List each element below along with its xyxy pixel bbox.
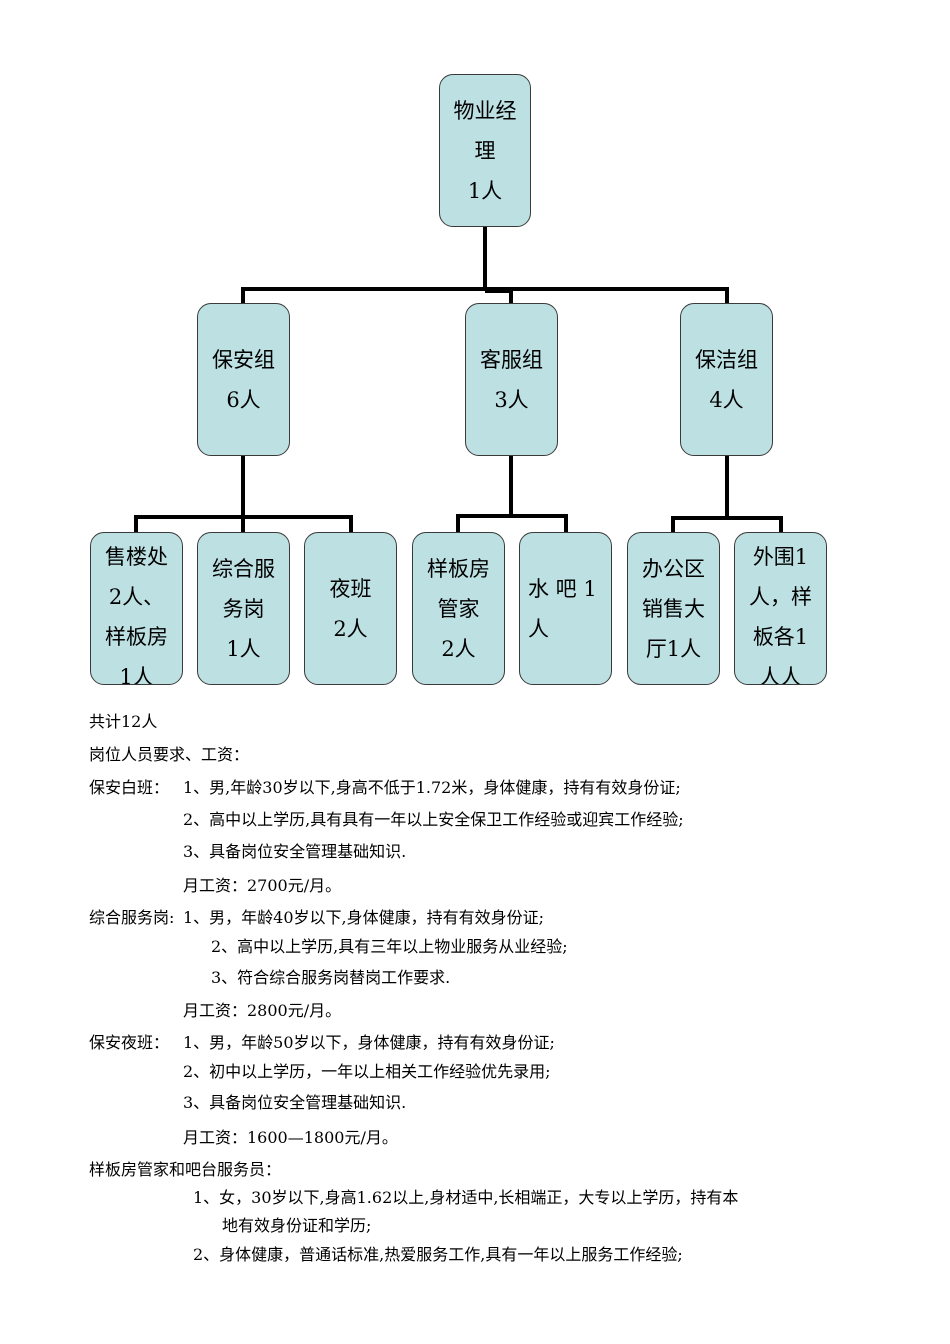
node-line: 综合服	[212, 556, 275, 581]
node-line: 人人	[759, 665, 802, 685]
node-line: 夜班	[329, 576, 372, 601]
node-line: 2人、	[108, 585, 165, 609]
node-line: 人	[528, 616, 549, 641]
node-customer-service-group: 客服组 3人	[465, 303, 558, 456]
requirement-item: 2、高中以上学历,具有具有一年以上安全保卫工作经验或迎宾工作经验;	[183, 810, 684, 829]
section-heading: 岗位人员要求、工资：	[89, 745, 250, 764]
connectors	[134, 226, 783, 533]
requirement-item-continued: 地有效身份证和学历;	[222, 1216, 372, 1235]
requirement-item: 2、身体健康，普通话标准,热爱服务工作,具有一年以上服务工作经验;	[193, 1245, 683, 1264]
general-service-title: 综合服务岗:	[89, 908, 175, 927]
node-line: 板各1	[752, 625, 809, 649]
node-cleaning-group: 保洁组 4人	[680, 303, 773, 456]
salary: 月工资：1600—1800元/月。	[183, 1128, 398, 1147]
node-line: 厅1人	[645, 636, 702, 661]
node-perimeter: 外围1 人，样 板各1 人人	[734, 532, 827, 685]
total-count: 共计12人	[89, 712, 158, 731]
node-line: 样板房	[105, 625, 168, 649]
node-line: 物业经	[453, 98, 517, 123]
node-line: 保安组	[212, 347, 275, 372]
node-line: 外围1	[752, 545, 809, 569]
node-line: 1人	[226, 636, 261, 661]
node-line: 2人	[441, 636, 476, 661]
requirement-item: 3、符合综合服务岗替岗工作要求.	[211, 968, 451, 987]
node-line: 6人	[226, 387, 261, 412]
requirement-item: 1、男，年龄50岁以下，身体健康，持有有效身份证;	[183, 1033, 555, 1052]
node-night-shift: 夜班 2人	[304, 532, 397, 685]
node-line: 水 吧 1	[528, 576, 597, 601]
node-line: 人，样	[749, 585, 812, 609]
requirement-item: 2、高中以上学历,具有三年以上物业服务从业经验;	[211, 937, 568, 956]
salary: 月工资：2700元/月。	[183, 876, 342, 895]
node-sales-office: 售楼处 2人、 样板房 1人	[90, 532, 183, 685]
node-line: 1人	[119, 665, 154, 685]
salary: 月工资：2800元/月。	[183, 1001, 342, 1020]
node-line: 务岗	[222, 596, 265, 621]
node-line: 理	[474, 138, 496, 163]
node-showroom-butler: 样板房 管家 2人	[412, 532, 505, 685]
node-property-manager: 物业经 理 1人	[439, 74, 531, 227]
showroom-bar-title: 样板房管家和吧台服务员：	[89, 1160, 282, 1179]
node-water-bar: 水 吧 1 人	[519, 532, 612, 685]
requirement-item: 3、具备岗位安全管理基础知识.	[183, 842, 407, 861]
node-line: 销售大	[642, 596, 705, 621]
node-line: 管家	[437, 596, 480, 621]
node-line: 2人	[333, 616, 368, 641]
node-line: 样板房	[427, 556, 490, 581]
node-general-service: 综合服 务岗 1人	[197, 532, 290, 685]
node-line: 4人	[709, 387, 744, 412]
requirement-item: 2、初中以上学历，一年以上相关工作经验优先录用;	[183, 1062, 551, 1081]
org-chart: 物业经 理 1人 保安组 6人 客服组 3人 保洁组 4人 售楼处 2人、 样板…	[90, 74, 827, 685]
node-line: 办公区	[642, 556, 705, 581]
node-line: 1人	[467, 178, 503, 203]
requirement-item: 1、男,年龄30岁以下,身高不低于1.72米，身体健康，持有有效身份证;	[183, 778, 681, 797]
security-day-title: 保安白班：	[89, 778, 170, 797]
requirement-item: 3、具备岗位安全管理基础知识.	[183, 1093, 407, 1112]
security-night-title: 保安夜班：	[89, 1033, 170, 1052]
node-line: 3人	[494, 387, 529, 412]
requirement-item: 1、男，年龄40岁以下,身体健康，持有有效身份证;	[183, 908, 545, 927]
node-line: 客服组	[480, 347, 543, 372]
requirement-item: 1、女，30岁以下,身高1.62以上,身材适中,长相端正，大专以上学历，持有本	[193, 1188, 739, 1207]
node-office-sales-hall: 办公区 销售大 厅1人	[627, 532, 720, 685]
node-security-group: 保安组 6人	[197, 303, 290, 456]
node-line: 保洁组	[695, 347, 758, 372]
node-line: 售楼处	[105, 545, 168, 569]
